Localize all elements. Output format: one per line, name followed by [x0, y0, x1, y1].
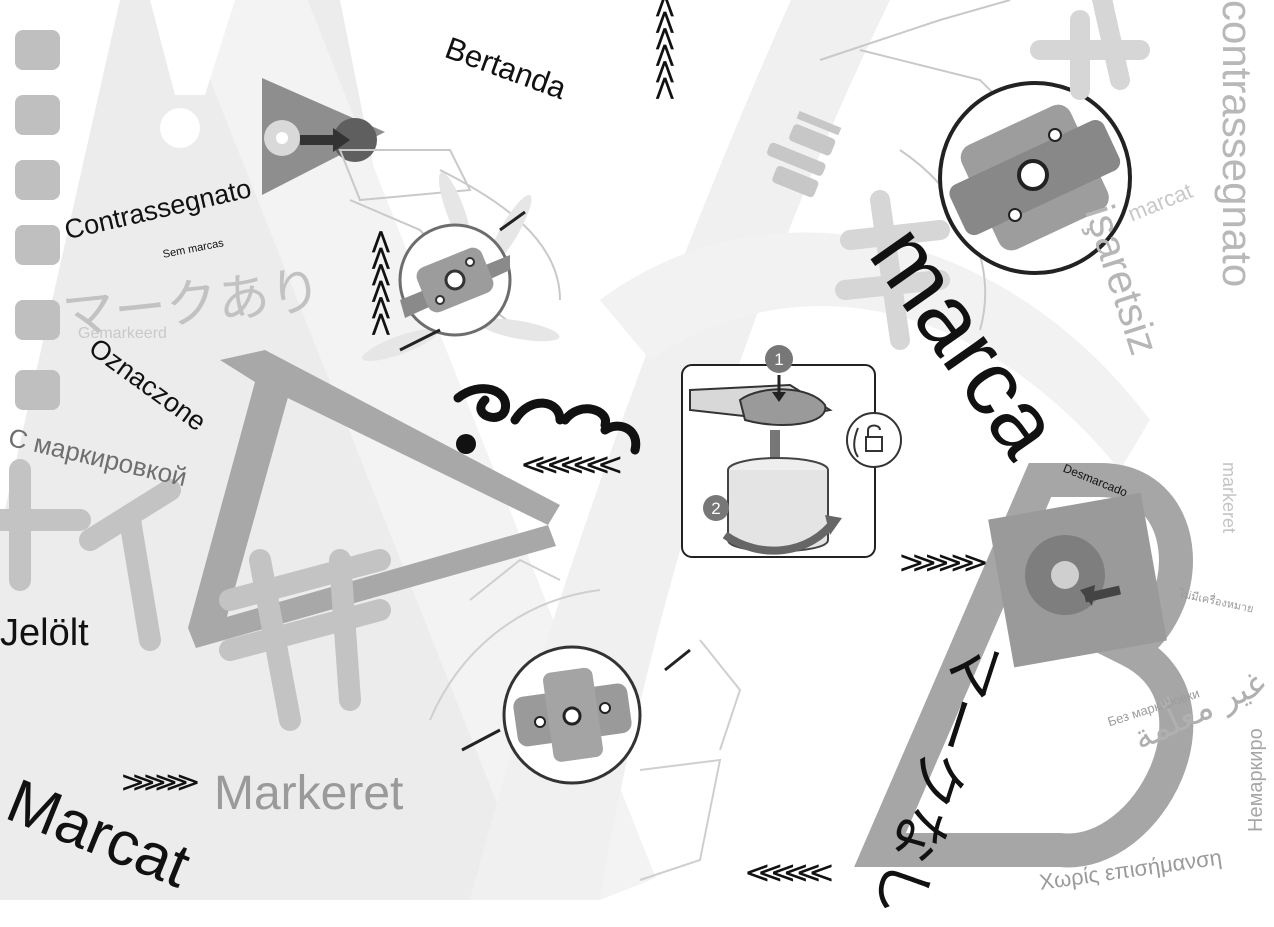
instruction-panel: 1 2 — [681, 345, 876, 558]
label-nemarkirovannye: Немаркиро — [1245, 728, 1267, 832]
chevron-up-icon: >>>>>> — [644, 3, 685, 103]
brand-logo-watermark — [767, 111, 842, 198]
label-jelolt: Jelölt — [0, 612, 89, 654]
chevron-right-icon: >>>>>> — [120, 765, 201, 800]
chevron-right-icon: >>>>>> — [898, 543, 989, 581]
chevron-up-icon: >>>>>> — [360, 239, 401, 339]
propeller-closeup-c — [461, 645, 691, 785]
svg-text:2: 2 — [711, 499, 720, 518]
background-artwork: 1 2 — [0, 0, 1194, 900]
background-vertical-script — [15, 30, 60, 410]
label-markeret-right: markeret — [1219, 462, 1239, 534]
drone-sketch-bottom — [429, 558, 742, 881]
chevron-left-icon: <<<<<< — [744, 853, 835, 891]
label-markeret: Markeret — [214, 767, 404, 820]
step-number-icon: 1 — [774, 350, 783, 369]
background-cjk-strokes-right — [835, 0, 1150, 350]
label-contrassegnato-right: contrassegnato — [1214, 0, 1261, 288]
lock-icon — [846, 412, 902, 468]
label-gemarkeerd: Gemarkeerd — [78, 325, 167, 342]
propeller-closeup-a — [398, 210, 526, 352]
decorative-script — [453, 384, 641, 455]
warning-exclamation-icon — [150, 0, 235, 148]
background-swoosh-b — [600, 232, 1150, 470]
letter-b-shape — [854, 463, 1194, 868]
propeller-closeup-b — [938, 81, 1132, 275]
chevron-left-icon: <<<<<<< — [520, 445, 624, 483]
background-cjk-strokes — [0, 459, 391, 731]
